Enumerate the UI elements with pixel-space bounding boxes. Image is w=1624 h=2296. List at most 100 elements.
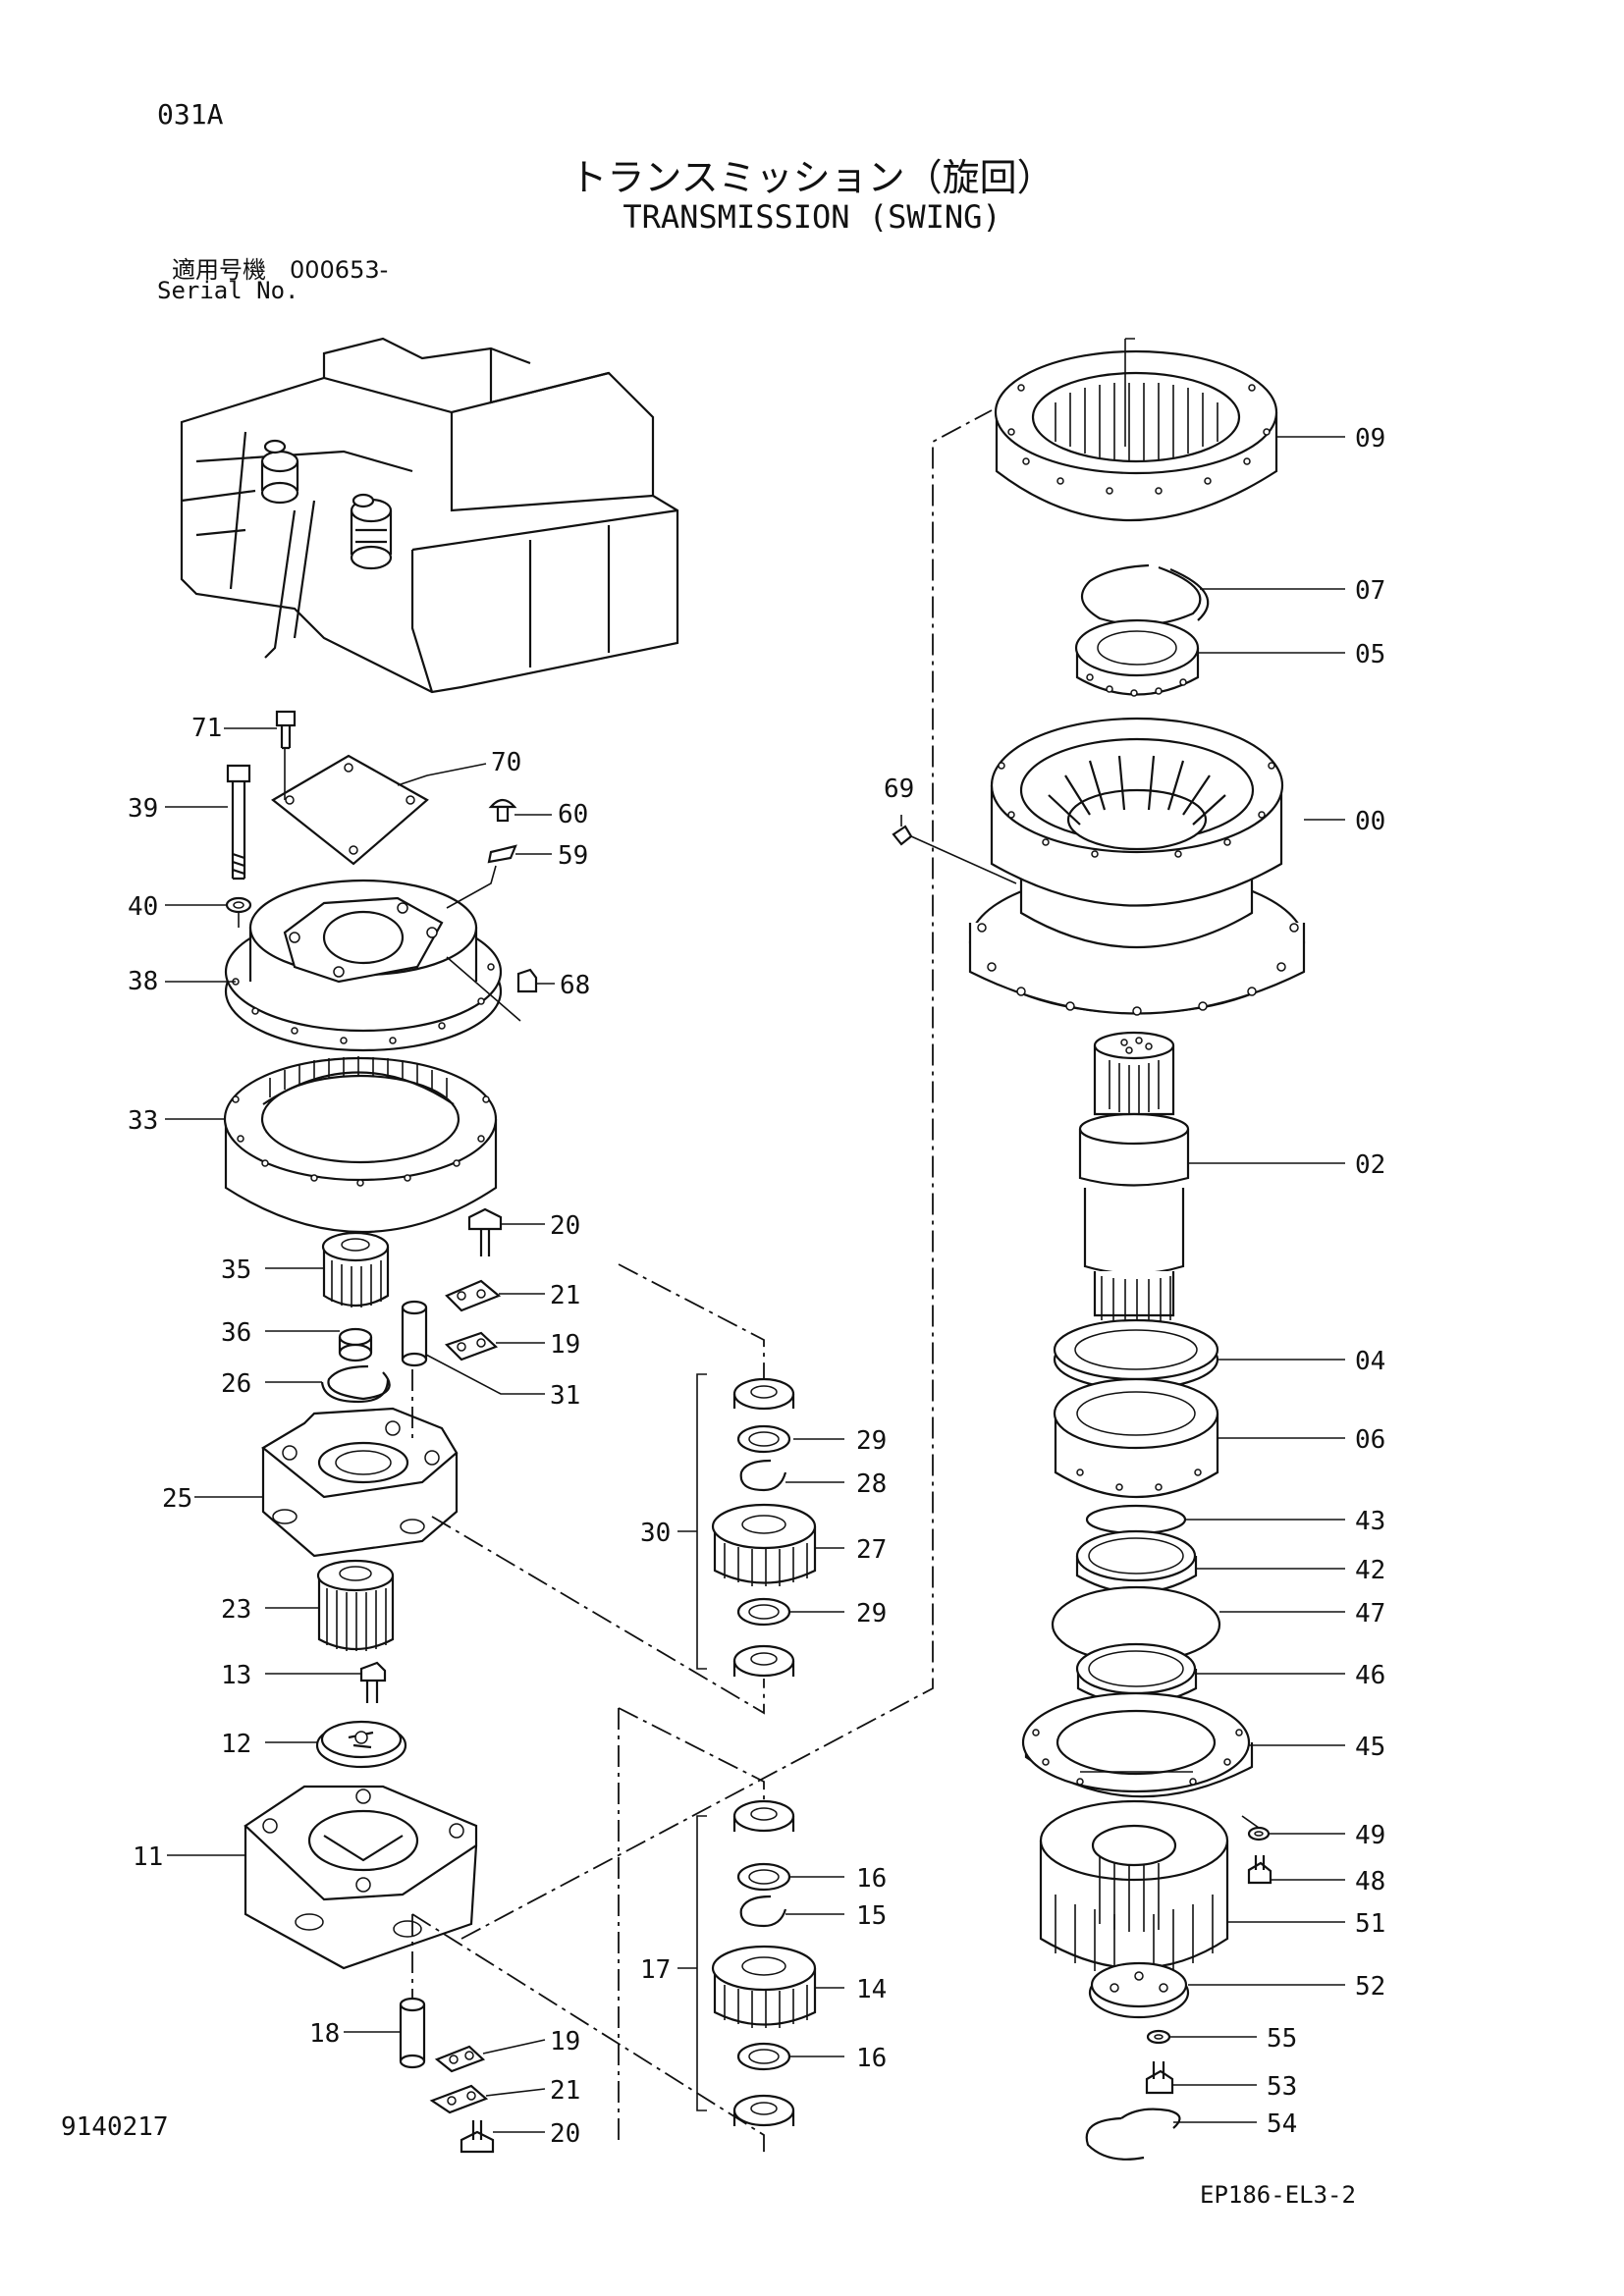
part-19-lock-plate-lower	[434, 2045, 486, 2073]
part-25-planet-carrier	[261, 1407, 459, 1558]
part-13-bolt	[359, 1661, 387, 1703]
callout-48: 48	[1355, 1867, 1385, 1896]
callout-60: 60	[558, 800, 588, 829]
callout-13: 13	[221, 1661, 251, 1690]
part-00-housing	[968, 717, 1306, 1016]
callout-69: 69	[884, 774, 914, 804]
callout-19-upper: 19	[550, 1330, 580, 1360]
part-21-lock-plate-lower	[429, 2084, 489, 2114]
callout-25: 25	[162, 1484, 192, 1514]
part-05-bearing	[1074, 618, 1200, 697]
part-60-plug	[488, 798, 517, 823]
part-07-snap-ring	[1080, 563, 1210, 626]
callout-18: 18	[309, 2019, 340, 2049]
part-04-seal	[1053, 1318, 1219, 1391]
callout-47: 47	[1355, 1599, 1385, 1629]
part-69-plug	[892, 825, 913, 846]
callout-29-lower: 29	[856, 1599, 887, 1629]
part-19-lock-plate-upper	[444, 1331, 499, 1362]
part-52-plate	[1088, 1961, 1190, 2019]
serial-label-japanese: 適用号機 000653-	[172, 256, 389, 284]
part-12-thrust-plate	[315, 1720, 407, 1769]
part-55-washer	[1146, 2029, 1171, 2045]
callout-51: 51	[1355, 1909, 1385, 1939]
callout-39: 39	[128, 794, 158, 824]
document-number: 9140217	[61, 2112, 169, 2142]
callout-labels: 71 70 39 60 59 40 38 68 33 20 35 21 36 1…	[128, 424, 1385, 2149]
part-21-lock-plate-upper	[445, 1279, 502, 1312]
callout-06: 06	[1355, 1425, 1385, 1455]
part-54-retaining-ring	[1085, 2108, 1181, 2161]
callout-53: 53	[1267, 2072, 1297, 2102]
serial-label-english: Serial No.	[157, 277, 299, 304]
part-68-plug	[516, 968, 538, 993]
part-17-planet-gear-assembly	[711, 1799, 817, 2127]
page-code: 031A	[157, 98, 224, 131]
part-59-washer	[487, 844, 517, 864]
part-71-bolt	[275, 710, 297, 750]
part-09-ring-gear	[994, 349, 1278, 521]
callout-42: 42	[1355, 1556, 1385, 1585]
assembly-center-lines	[411, 409, 993, 2155]
callout-36: 36	[221, 1318, 251, 1348]
part-39-long-bolt	[226, 764, 251, 881]
callout-28: 28	[856, 1469, 887, 1499]
part-49-washer	[1247, 1826, 1271, 1842]
part-43-oring	[1085, 1504, 1187, 1535]
title-english: TRANSMISSION (SWING)	[623, 198, 1001, 236]
part-40-washer	[225, 896, 252, 914]
part-51-pinion-gear	[1039, 1799, 1229, 1975]
callout-02: 02	[1355, 1150, 1385, 1180]
title-japanese: トランスミッション（旋回）	[569, 156, 1055, 199]
callout-20-lower: 20	[550, 2119, 580, 2149]
part-23-planet-gear	[316, 1559, 395, 1651]
callout-31: 31	[550, 1381, 580, 1411]
callout-30: 30	[640, 1519, 671, 1548]
callout-16-upper: 16	[856, 1864, 887, 1894]
part-30-planet-gear-assembly	[711, 1377, 817, 1678]
callout-14: 14	[856, 1975, 887, 2004]
callout-12: 12	[221, 1730, 251, 1759]
part-33-ring-gear	[223, 1056, 498, 1234]
callout-29-upper: 29	[856, 1426, 887, 1456]
callout-52: 52	[1355, 1972, 1385, 2002]
part-31-pin	[401, 1300, 428, 1367]
callout-46: 46	[1355, 1661, 1385, 1690]
callout-26: 26	[221, 1369, 251, 1399]
part-18-pin	[399, 1997, 426, 2069]
callout-19-lower: 19	[550, 2027, 580, 2056]
part-26-snap-ring	[320, 1364, 391, 1404]
callout-70: 70	[491, 748, 521, 777]
callout-23: 23	[221, 1595, 251, 1625]
callout-21-upper: 21	[550, 1281, 580, 1310]
part-38-cover-housing	[224, 879, 503, 1052]
callout-49: 49	[1355, 1821, 1385, 1850]
callout-27: 27	[856, 1535, 887, 1565]
callout-68: 68	[560, 971, 590, 1000]
callout-35: 35	[221, 1255, 251, 1285]
callout-04: 04	[1355, 1347, 1385, 1376]
callout-59: 59	[558, 841, 588, 871]
callout-05: 05	[1355, 640, 1385, 669]
callout-07: 07	[1355, 576, 1385, 606]
part-35-sun-gear	[321, 1231, 390, 1308]
part-20-bolt-lower	[460, 2120, 495, 2154]
part-45-seal-housing	[1021, 1691, 1254, 1798]
part-20-bolt-upper	[467, 1207, 503, 1256]
machine-context-illustration	[180, 337, 679, 694]
callout-54: 54	[1267, 2109, 1297, 2139]
callout-33: 33	[128, 1106, 158, 1136]
callout-11: 11	[133, 1842, 163, 1872]
part-02-pinion-shaft	[1078, 1031, 1190, 1325]
callout-17: 17	[640, 1955, 671, 1985]
part-48-bolt	[1247, 1855, 1272, 1885]
callout-16-lower: 16	[856, 2044, 887, 2073]
callout-21-lower: 21	[550, 2076, 580, 2106]
callout-20-upper: 20	[550, 1211, 580, 1241]
callout-71: 71	[191, 714, 222, 743]
part-11-planet-carrier-lower	[244, 1785, 478, 1970]
callout-43: 43	[1355, 1507, 1385, 1536]
drawing-code: EP186-EL3-2	[1200, 2181, 1356, 2209]
callout-09: 09	[1355, 424, 1385, 454]
